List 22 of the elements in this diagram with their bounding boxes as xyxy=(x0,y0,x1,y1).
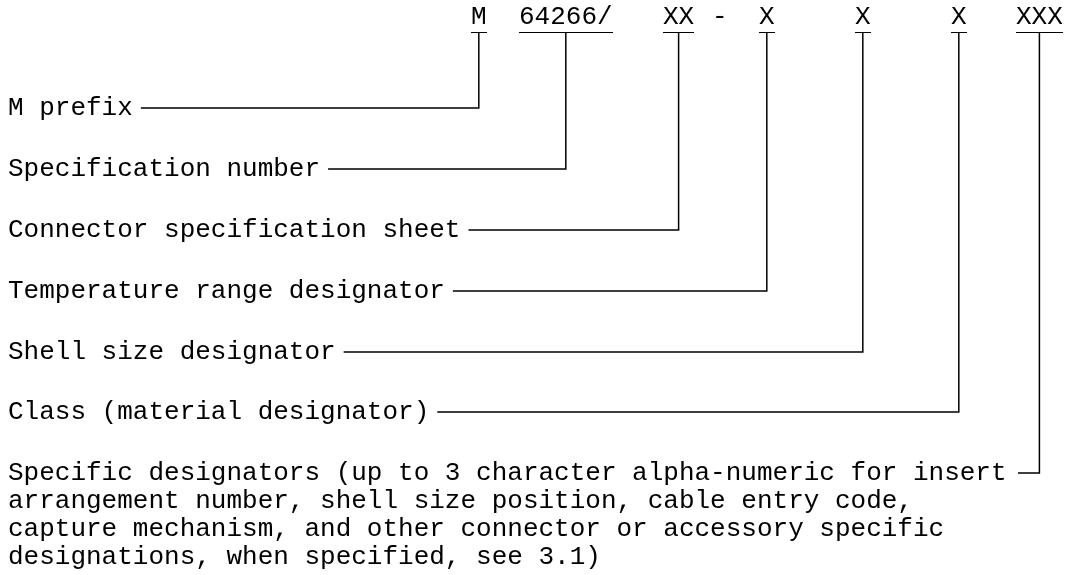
field-description: Specification number xyxy=(8,155,329,183)
leader-line xyxy=(467,32,680,231)
description-paragraph: Specific designators (up to 3 character alpha-numeric for insert arrangement number, shell size position, cable entry code, capture mechanism, and other connector or accessory specific designations, when specified, see 3.1) xyxy=(8,459,1018,571)
leader-line xyxy=(1017,32,1041,474)
field-description: Connector specification sheet xyxy=(8,216,469,244)
leader-line xyxy=(452,32,768,292)
code-field: XXX xyxy=(1016,2,1063,33)
separator-dash: - xyxy=(712,2,728,32)
field-description: Class (material designator) xyxy=(8,398,438,426)
leader-line xyxy=(327,32,567,170)
code-field: 64266/ xyxy=(519,2,613,33)
code-field: X xyxy=(855,2,871,33)
code-field: X xyxy=(759,2,775,33)
field-description: M prefix xyxy=(8,94,141,122)
code-field: XX xyxy=(663,2,695,33)
code-field: M xyxy=(471,2,487,33)
leader-line xyxy=(140,32,480,109)
field-description: Shell size designator xyxy=(8,338,344,366)
leader-line xyxy=(436,32,960,413)
code-field: X xyxy=(951,2,967,33)
field-description: Temperature range designator xyxy=(8,277,453,305)
leader-line xyxy=(342,32,864,353)
